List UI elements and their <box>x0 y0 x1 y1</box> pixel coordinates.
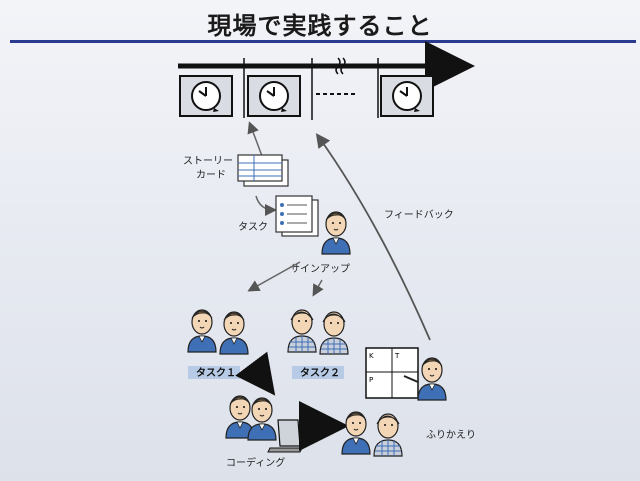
feedback-label: フィードバック <box>384 209 454 221</box>
person-icon <box>319 311 349 355</box>
person-icon <box>287 309 317 353</box>
person-icon <box>341 411 371 455</box>
person-icon <box>247 397 277 441</box>
coding-label: コーディング <box>226 456 285 469</box>
svg-text:K: K <box>369 352 374 360</box>
story-card-label-line1: ストーリー <box>183 156 233 167</box>
person-icon <box>219 311 249 355</box>
task2-label-bar <box>292 366 344 379</box>
clock-icon <box>179 75 233 117</box>
task1-label: タスク１ <box>196 367 236 379</box>
svg-text:T: T <box>394 352 400 360</box>
slide-title: 現場で実践すること <box>207 12 433 40</box>
person-icon <box>373 413 403 457</box>
timeline <box>178 41 475 120</box>
story-card-label-line2: カード <box>196 169 226 181</box>
kanban-board-icon: K T P <box>365 347 419 399</box>
person-icon <box>321 211 351 255</box>
clock-icon <box>247 75 301 117</box>
person-icon <box>187 309 217 353</box>
task2-label: タスク２ <box>300 367 340 379</box>
task-label: タスク <box>238 221 268 233</box>
task1-label-bar <box>188 366 240 379</box>
story-card-icon <box>237 154 289 187</box>
retrospective-label: ふりかえり <box>426 429 476 441</box>
task-list-icon <box>275 195 319 237</box>
person-icon <box>417 357 447 401</box>
clock-icon <box>380 75 434 117</box>
title-rule <box>10 40 636 43</box>
signup-label: サインアップ <box>290 263 350 275</box>
svg-text:P: P <box>369 376 373 384</box>
